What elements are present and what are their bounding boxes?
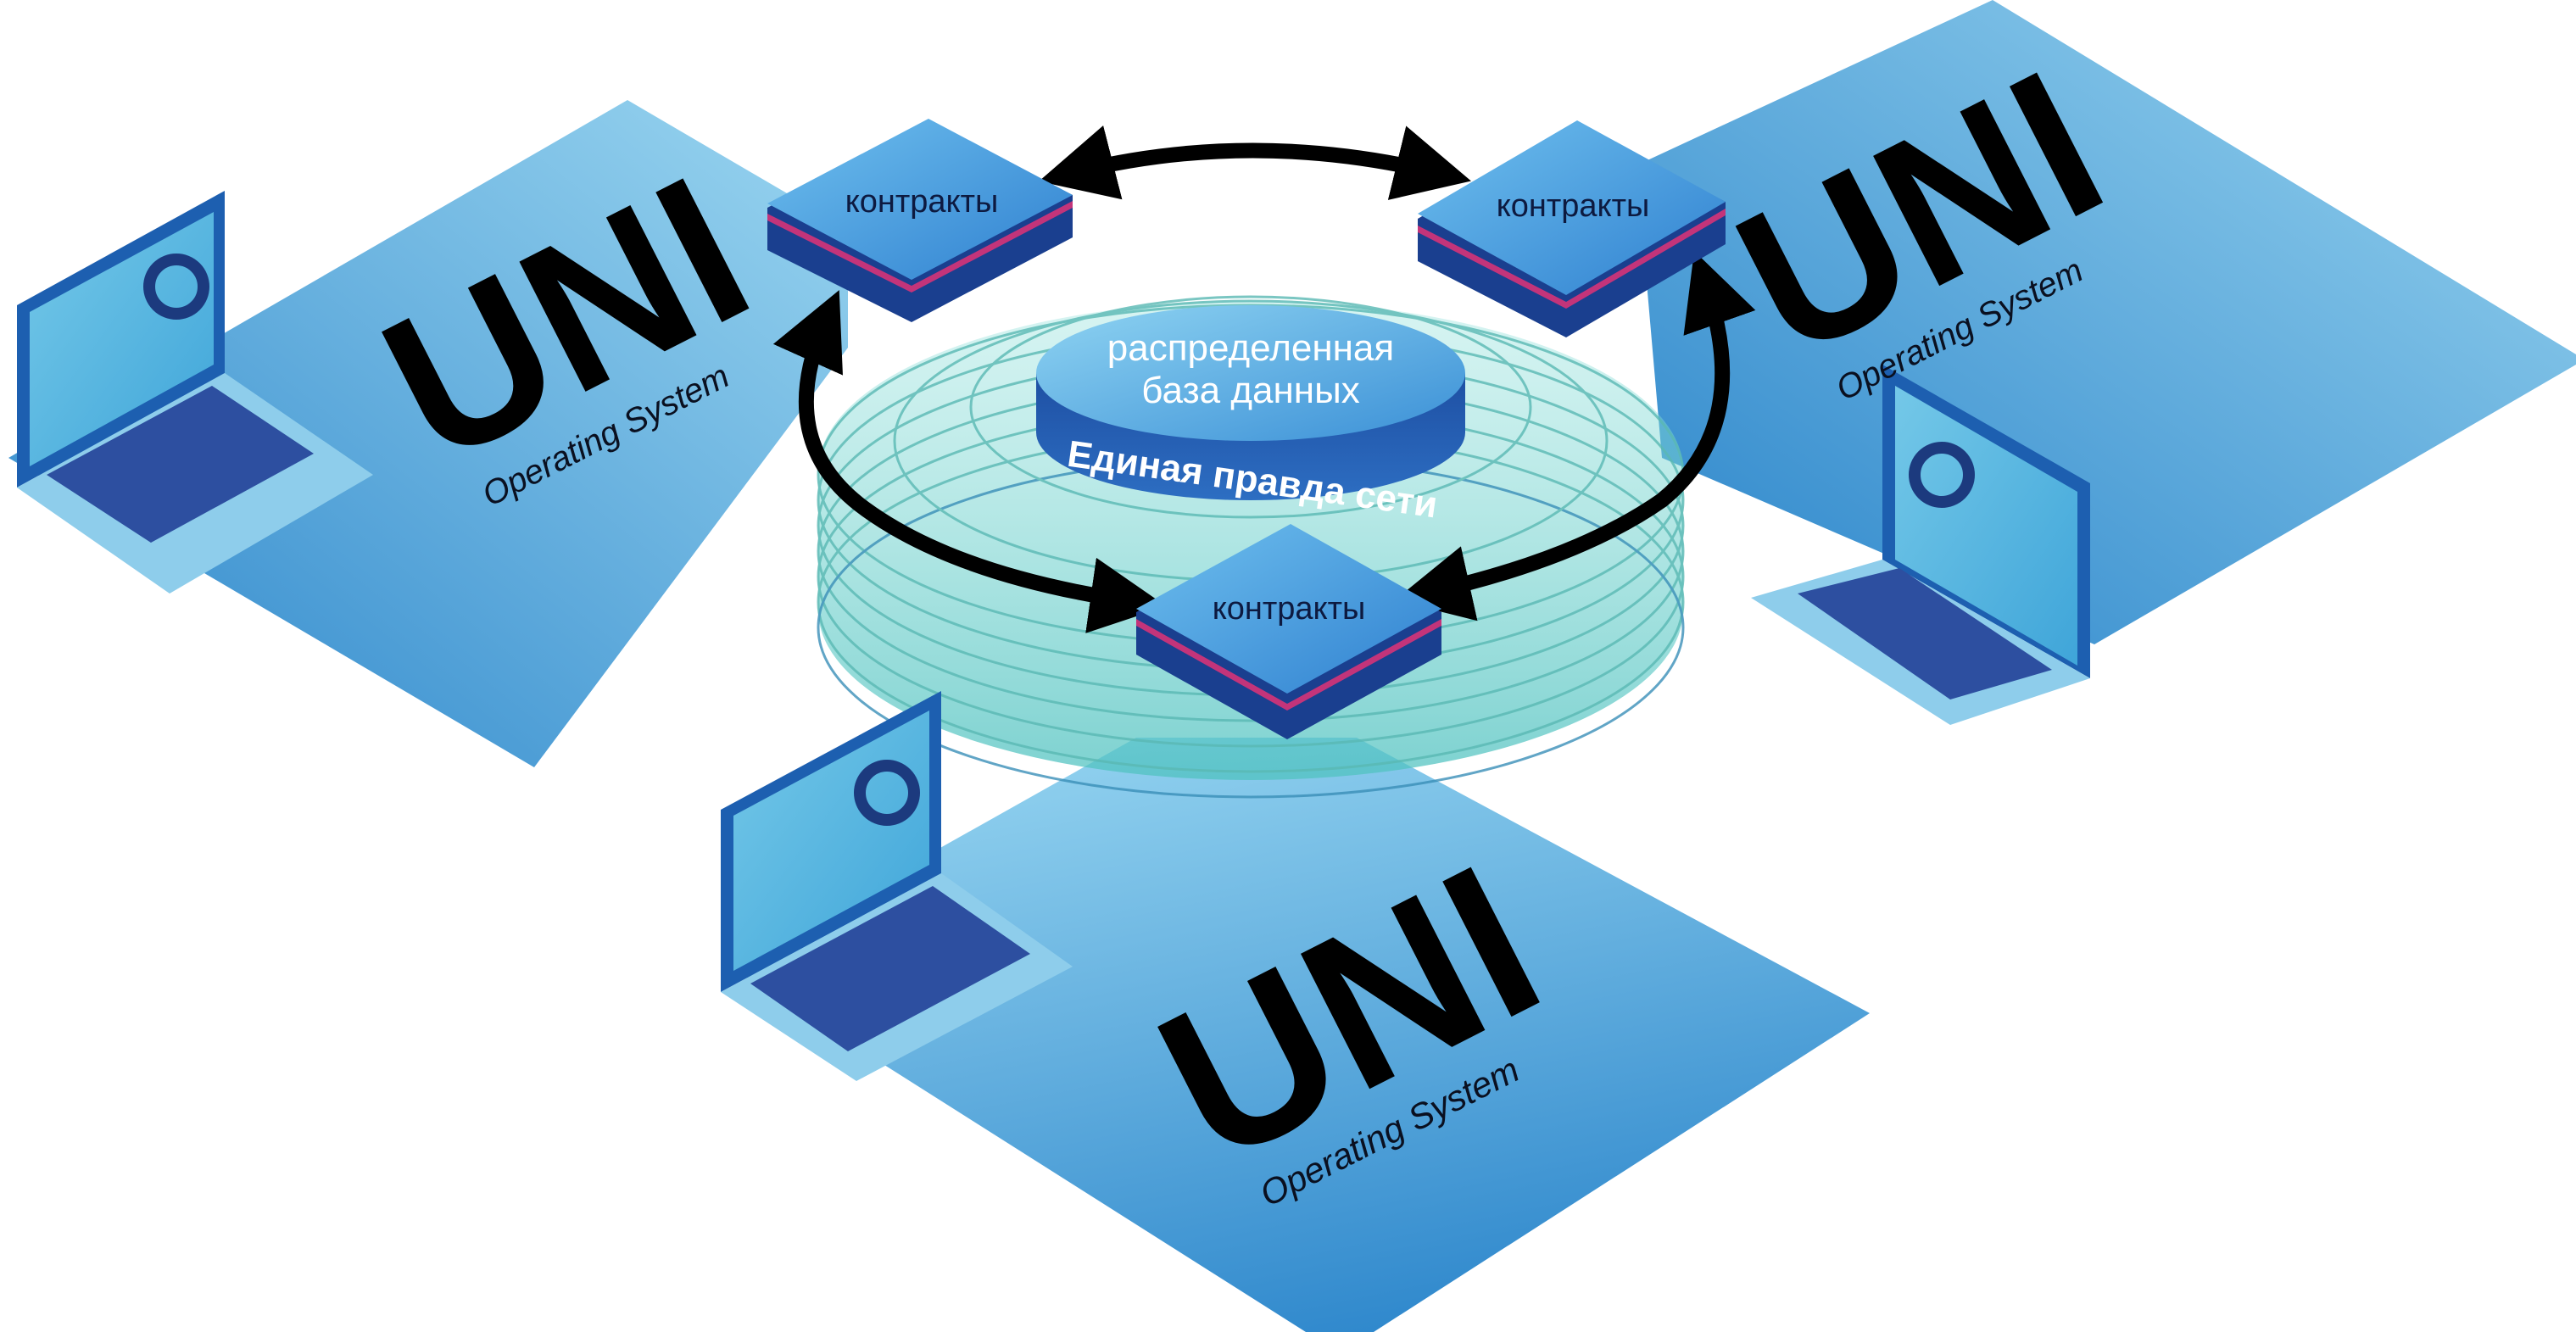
double-arrow-icon xyxy=(772,125,1756,633)
donut-chart-icon xyxy=(143,254,209,320)
panel-bottom xyxy=(729,738,1870,1332)
donut-chart-icon xyxy=(854,760,920,826)
contract-label-left: контракты xyxy=(845,184,999,220)
panel-right xyxy=(1636,0,2576,644)
contract-tile-right: контракты xyxy=(1418,120,1726,337)
laptop-icon xyxy=(17,191,373,594)
database-label-line1: распределенная xyxy=(1107,327,1394,369)
database-label-line2: база данных xyxy=(1141,370,1359,411)
contract-tile-bottom: контракты xyxy=(1136,524,1441,739)
contract-label-bottom: контракты xyxy=(1213,591,1366,627)
laptop-icon xyxy=(721,691,1073,1081)
laptop-icon xyxy=(1751,365,2090,725)
donut-chart-icon xyxy=(1909,442,1975,508)
contract-tile-left: контракты xyxy=(767,119,1073,322)
panel-left xyxy=(8,100,848,767)
contract-label-right: контракты xyxy=(1497,188,1650,224)
